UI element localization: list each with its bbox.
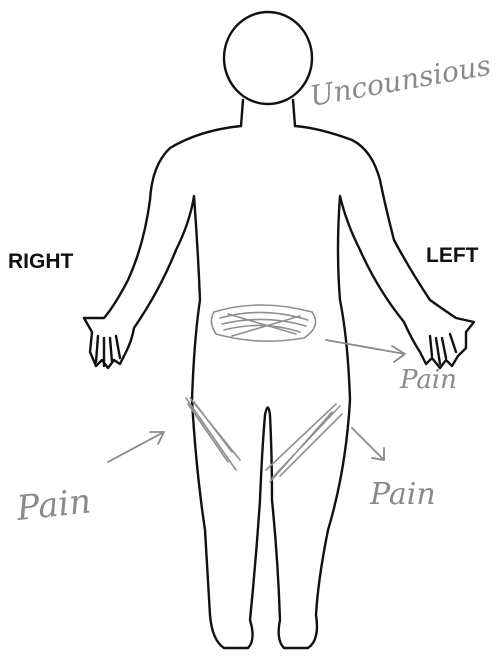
- right-side-label: RIGHT: [8, 250, 74, 273]
- left-thigh-scribble: [266, 404, 342, 482]
- pain-note-left-hand: Pain: [399, 365, 457, 395]
- pain-note-left-leg: Pain: [369, 477, 436, 512]
- lower-abdomen-scribble: [211, 305, 315, 341]
- unconscious-note: Uncounsious: [307, 49, 493, 113]
- arrow-to-left-leg-pain: [352, 428, 384, 460]
- arrow-to-left-hand: [326, 340, 405, 362]
- pain-note-right-leg: Pain: [14, 481, 93, 529]
- left-side-label: LEFT: [426, 244, 479, 267]
- arrow-to-right-thigh: [108, 432, 164, 462]
- head-outline: [224, 12, 312, 104]
